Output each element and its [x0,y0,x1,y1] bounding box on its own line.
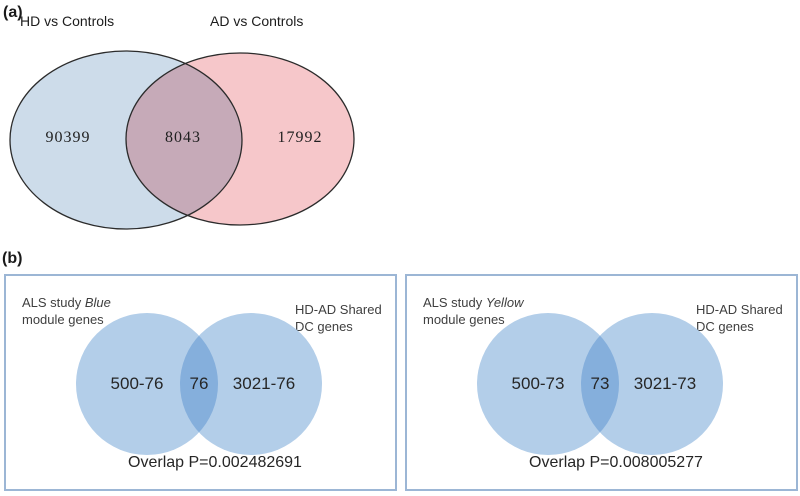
shared-dc-genes-label-2: HD-AD Shared DC genes [696,302,783,334]
blue-right-count: 3021-76 [232,374,296,393]
hd-ad-overlap-region [126,53,242,225]
blue-module-label-line2: module genes [22,312,104,327]
yellow-module-venn-svg [477,313,723,455]
yellow-overlap-pvalue: Overlap P=0.008005277 [529,454,703,471]
yellow-module-label: ALS study Yellow module genes [423,294,523,328]
shared-dc-circle-1 [180,313,322,455]
yellow-module-label-line1: ALS study Yellow [423,295,524,310]
panel-b: (b) ALS study Blue module genes HD-AD Sh… [0,246,800,496]
blue-overlap-pvalue: Overlap P=0.002482691 [128,454,302,471]
panel-b-tag: (b) [2,250,23,267]
blue-module-circle [76,313,218,455]
yellow-right-count: 3021-73 [633,374,697,393]
blue-module-venn-svg [76,313,322,455]
panel-a-tag: (a) [3,4,23,21]
yellow-overlap-count: 73 [590,374,610,393]
hd-vs-controls-label: HD vs Controls [20,13,115,29]
blue-overlap-count: 76 [189,374,209,393]
blue-module-venn-box: ALS study Blue module genes HD-AD Shared… [4,274,397,491]
yellow-module-venn-box: ALS study Yellow module genes HD-AD Shar… [405,274,798,491]
panel-a-venn-svg [9,50,355,230]
blue-module-label-line1: ALS study Blue [22,295,111,310]
shared-dc-genes-label-1: HD-AD Shared DC genes [295,302,382,334]
yellow-module-label-line2: module genes [423,312,505,327]
blue-left-count: 500-76 [110,374,164,393]
hd-ad-overlap-count: 8043 [165,129,201,146]
panel-a: (a) HD vs Controls AD vs Controls 90399 … [3,4,355,230]
hd-only-count: 90399 [45,129,91,146]
shared-dc-circle-2 [581,313,723,455]
hd-ellipse-outline [9,50,243,230]
yellow-module-circle [477,313,619,455]
ad-vs-controls-label: AD vs Controls [210,13,304,29]
ad-only-count: 17992 [277,129,323,146]
yellow-left-count: 500-73 [511,374,565,393]
ad-ellipse-outline [125,52,355,226]
blue-module-label: ALS study Blue module genes [22,294,111,328]
